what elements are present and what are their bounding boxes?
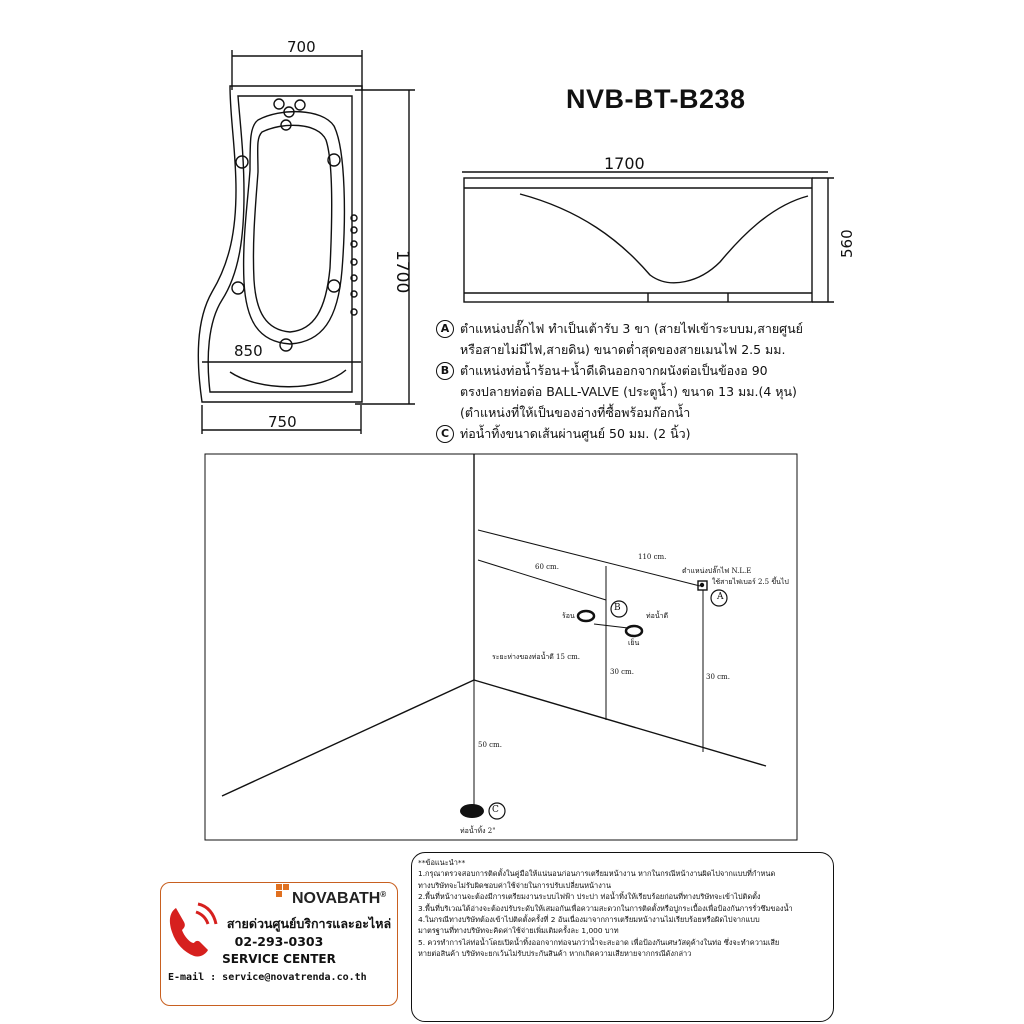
tub-outline-top: [197, 85, 363, 403]
advice-item: 5. ควรทำการไล่ท่อน้ำโดยเปิดน้ำทิ้งออกจาก…: [418, 937, 780, 947]
note-b: B ตำแหน่งท่อน้ำร้อน+น้ำดีเดินออกจากผนังต…: [436, 360, 856, 423]
marker-b-circle: [610, 600, 628, 618]
advice-item: 1.กรุณาตรวจสอบการติดตั้งในคู่มือให้แน่นอ…: [418, 869, 776, 879]
drain-hole: [460, 804, 484, 818]
marker-a-circle: [710, 589, 728, 607]
email-text[interactable]: E-mail : service@novatrenda.co.th: [168, 972, 367, 983]
hot-pipe-label: ร้อน: [562, 612, 575, 620]
side-view-length-label: 1700: [604, 154, 645, 173]
note-b-line-3: (ตำแหน่งที่ให้เป็นของอ่างที่ซื้อพร้อมก๊อ…: [460, 405, 691, 420]
dim-110: [477, 529, 701, 587]
note-a-line-1: ตำแหน่งปลั๊กไฟ ทำเป็นเต้ารับ 3 ขา (สายไฟ…: [460, 321, 803, 336]
install-notes: A ตำแหน่งปลั๊กไฟ ทำเป็นเต้ารับ 3 ขา (สาย…: [436, 318, 856, 444]
phone-number: 02-293-0303: [234, 934, 324, 949]
brand-text: NOVABATH: [292, 890, 381, 907]
cold-pipe-label: เย็น: [628, 639, 640, 647]
advice-item: ทางบริษัทจะไม่รับผิดชอบค่าใช้จ่ายในการปร…: [418, 880, 612, 890]
dim-30b-label: 30 cm.: [706, 673, 730, 681]
note-a-marker: A: [436, 320, 454, 338]
note-b-marker: B: [436, 362, 454, 380]
advice-item: 3.พื้นที่บริเวณใต้อ่างจะต้องปรับระดับให้…: [418, 903, 793, 913]
dim-30a-label: 30 cm.: [610, 668, 634, 676]
drain-label: ท่อน้ำทิ้ง 2": [460, 827, 496, 835]
valve-label: ท่อน้ำดี: [646, 612, 669, 620]
advice-item: หายต่อสินค้า บริษัทจะยกเว้นไม่รับประกันส…: [418, 949, 692, 959]
phone-icon: [169, 902, 218, 957]
model-title: NVB-BT-B238: [566, 84, 746, 114]
dim-50-label: 50 cm.: [478, 741, 502, 749]
service-center-label: SERVICE CENTER: [222, 952, 336, 966]
hotline-text: สายด่วนศูนย์บริการและอะไหล่: [226, 916, 392, 931]
plug-label-2: ใช้สายไฟเบอร์ 2.5 ขึ้นไป: [712, 578, 789, 586]
marker-a: A: [717, 592, 724, 602]
hot-pipe: [576, 609, 596, 623]
tub-side-view: [463, 177, 813, 303]
note-c: C ท่อน้ำทิ้งขนาดเส้นผ่านศูนย์ 50 มม. (2 …: [436, 423, 856, 444]
dim-60: [477, 559, 607, 601]
install-frame: [204, 453, 798, 841]
side-length-label: 1700: [392, 250, 412, 294]
note-a-line-2: หรือสายไม่มีไฟ,สายดิน) ขนาดต่ำสุดของสายเ…: [460, 342, 786, 357]
note-c-line-1: ท่อน้ำทิ้งขนาดเส้นผ่านศูนย์ 50 มม. (2 นิ…: [460, 426, 691, 441]
note-a: A ตำแหน่งปลั๊กไฟ ทำเป็นเต้ารับ 3 ขา (สาย…: [436, 318, 856, 360]
bottom-width-label: 750: [268, 413, 297, 431]
dim-110-label: 110 cm.: [638, 553, 667, 561]
advice-item: 4.ในกรณีทางบริษัทต้องเข้าไปติดตั้งครั้งท…: [418, 915, 760, 925]
dim-60-label: 60 cm.: [535, 563, 559, 571]
note-c-marker: C: [436, 425, 454, 443]
advice-item: มาตรฐานที่ทางบริษัทจะคิดค่าใช้จ่ายเพิ่มเ…: [418, 926, 619, 936]
advice-box: **ข้อแนะนำ** 1.กรุณาตรวจสอบการติดตั้งในค…: [411, 852, 834, 1022]
service-contact-card: [160, 882, 398, 1006]
pipe-spacing-label: ระยะห่างของท่อน้ำดี 15 cm.: [492, 653, 580, 661]
marker-c: C: [492, 805, 499, 815]
plug-label-1: ตำแหน่งปลั๊กไฟ N.L.E: [682, 567, 752, 575]
tub-basin: [242, 111, 346, 345]
top-width-label: 700: [287, 38, 316, 56]
marker-b: B: [614, 603, 621, 613]
note-b-line-2: ตรงปลายท่อต่อ BALL-VALVE (ประตูน้ำ) ขนาด…: [460, 384, 797, 399]
mid-width-label: 850: [234, 342, 263, 360]
marker-c-circle: [488, 802, 506, 820]
brand-reg: ®: [380, 890, 387, 899]
advice-item: 2.พื้นที่หน้างานจะต้องมีการเตรียมงานระบบ…: [418, 892, 761, 902]
plug-box: [697, 580, 708, 591]
note-b-line-1: ตำแหน่งท่อน้ำร้อน+น้ำดีเดินออกจากผนังต่อ…: [460, 363, 768, 378]
cold-pipe: [624, 624, 644, 638]
novabath-logo-icon: [276, 884, 289, 897]
brand-name: NOVABATH®: [292, 890, 386, 908]
side-view-height-label: 560: [838, 229, 856, 258]
advice-heading: **ข้อแนะนำ**: [418, 858, 466, 867]
